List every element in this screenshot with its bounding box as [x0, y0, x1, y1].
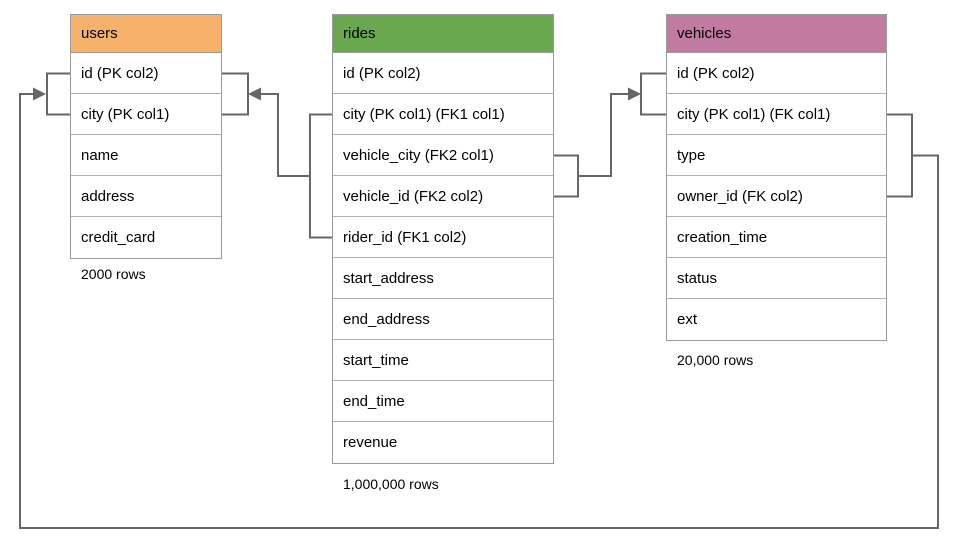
users-row-count-label: 2000 rows: [81, 266, 146, 282]
table-row-users: address: [71, 176, 221, 217]
vehicles-left-key-bracket: [640, 72, 666, 116]
users-left-key-bracket: [46, 72, 70, 116]
table-row-rides: start_address: [333, 258, 553, 299]
table-users-header: users: [71, 15, 221, 53]
fk2-connector-line: [554, 93, 629, 198]
table-vehicles-header: vehicles: [667, 15, 886, 53]
fk1-connector-rides-to-users: [222, 72, 332, 239]
table-row-vehicles: owner_id (FK col2): [667, 176, 886, 217]
table-row-users: city (PK col1): [71, 94, 221, 135]
table-vehicles: vehicles id (PK col2)city (PK col1) (FK …: [666, 14, 887, 341]
table-row-users: credit_card: [71, 217, 221, 258]
table-row-vehicles: type: [667, 135, 886, 176]
table-row-rides: city (PK col1) (FK1 col1): [333, 94, 553, 135]
table-rides-rows: id (PK col2)city (PK col1) (FK1 col1)veh…: [333, 53, 553, 463]
table-row-rides: start_time: [333, 340, 553, 381]
vehicles-row-count-label: 20,000 rows: [677, 352, 754, 368]
table-row-vehicles: creation_time: [667, 217, 886, 258]
table-row-rides: end_address: [333, 299, 553, 340]
table-row-rides: vehicle_city (FK2 col1): [333, 135, 553, 176]
fk3-arrowhead-icon: [33, 87, 46, 101]
table-row-vehicles: id (PK col2): [667, 53, 886, 94]
table-rides-header: rides: [333, 15, 553, 53]
table-rides: rides id (PK col2)city (PK col1) (FK1 co…: [332, 14, 554, 464]
table-row-users: id (PK col2): [71, 53, 221, 94]
table-row-rides: id (PK col2): [333, 53, 553, 94]
fk1-connector-line: [259, 93, 332, 239]
table-row-vehicles: ext: [667, 299, 886, 340]
table-row-rides: revenue: [333, 422, 553, 463]
fk3-connector-vehicles-to-users: [19, 72, 939, 529]
table-row-vehicles: status: [667, 258, 886, 299]
table-row-vehicles: city (PK col1) (FK col1): [667, 94, 886, 135]
fk2-arrowhead-icon: [628, 87, 641, 101]
table-row-users: name: [71, 135, 221, 176]
fk3-connector-line: [19, 93, 939, 529]
users-right-key-bracket: [222, 72, 249, 116]
rides-row-count-label: 1,000,000 rows: [343, 476, 439, 492]
table-row-rides: rider_id (FK1 col2): [333, 217, 553, 258]
table-row-rides: vehicle_id (FK2 col2): [333, 176, 553, 217]
fk2-connector-rides-to-vehicles: [554, 72, 666, 198]
fk1-arrowhead-icon: [248, 87, 261, 101]
table-vehicles-rows: id (PK col2)city (PK col1) (FK col1)type…: [667, 53, 886, 340]
table-row-rides: end_time: [333, 381, 553, 422]
